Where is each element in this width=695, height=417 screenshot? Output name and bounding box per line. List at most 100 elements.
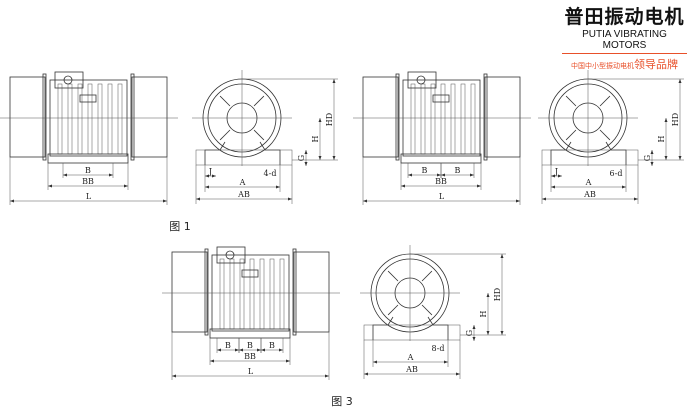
cooling-fin bbox=[470, 83, 476, 155]
end-cover-right bbox=[131, 76, 168, 158]
mounting-base bbox=[209, 328, 291, 339]
dim-g: G bbox=[643, 155, 652, 161]
end-cover-left bbox=[171, 251, 208, 333]
dim-g: G bbox=[465, 330, 474, 336]
flange-left bbox=[204, 248, 209, 336]
dim-ab: AB bbox=[405, 365, 418, 374]
cooling-fin bbox=[269, 258, 275, 330]
cooling-fin bbox=[410, 83, 416, 155]
cooling-fin bbox=[219, 258, 225, 330]
cooling-fin bbox=[107, 83, 113, 155]
dim-l: L bbox=[86, 192, 92, 201]
figure-caption: 图 1 bbox=[169, 220, 191, 233]
base-plate bbox=[195, 149, 293, 166]
cable-gland bbox=[225, 250, 235, 260]
flange-left bbox=[395, 73, 400, 161]
dim-holes: 8-d bbox=[432, 344, 445, 353]
dim-bb: BB bbox=[435, 177, 447, 186]
cooling-fin bbox=[239, 258, 245, 330]
flange-right bbox=[130, 73, 135, 161]
slogan: 中国中小型振动电机领导品牌 bbox=[562, 56, 687, 72]
end-cover-left bbox=[362, 76, 399, 158]
flange-right bbox=[483, 73, 488, 161]
end-cover-right bbox=[293, 251, 330, 333]
dim-hd: HD bbox=[671, 113, 680, 126]
front-view: A AB HD H G J 4-d bbox=[192, 70, 338, 204]
slogan-big: 领导品牌 bbox=[634, 58, 678, 71]
dim-h: H bbox=[479, 310, 488, 317]
dim-b: B bbox=[455, 166, 461, 175]
dim-a: A bbox=[239, 178, 246, 187]
dim-b: B bbox=[422, 166, 428, 175]
dim-l: L bbox=[248, 367, 254, 376]
dim-ab: AB bbox=[583, 190, 596, 199]
nameplate bbox=[79, 94, 97, 103]
flange-right bbox=[292, 248, 297, 336]
brand-name: 普田振动电机 bbox=[564, 6, 685, 28]
dim-h: H bbox=[657, 135, 666, 142]
dim-l: L bbox=[439, 192, 445, 201]
flange-left bbox=[42, 73, 47, 161]
dim-h: H bbox=[311, 135, 320, 142]
dim-g: G bbox=[297, 155, 306, 161]
cooling-fin bbox=[420, 83, 426, 155]
cooling-fin bbox=[117, 83, 123, 155]
slogan-small: 中国中小型振动电机 bbox=[571, 62, 634, 70]
dim-a: A bbox=[585, 178, 592, 187]
dim-hd: HD bbox=[493, 288, 502, 301]
cooling-fin bbox=[450, 83, 456, 155]
dim-hd: HD bbox=[325, 113, 334, 126]
dim-bb: BB bbox=[244, 352, 256, 361]
dim-b: B bbox=[247, 341, 253, 350]
cable-gland bbox=[63, 75, 73, 85]
cooling-fin bbox=[259, 258, 265, 330]
brand-name-en: PUTIA VIBRATING MOTORS bbox=[562, 29, 687, 54]
feet bbox=[550, 141, 627, 165]
junction-box bbox=[216, 246, 246, 264]
feet bbox=[204, 141, 281, 165]
dim-j: J bbox=[208, 167, 212, 176]
base-plate bbox=[541, 149, 639, 166]
cooling-fin bbox=[87, 83, 93, 155]
brand-logo: 普田振动电机 PUTIA VIBRATING MOTORS 中国中小型振动电机领… bbox=[562, 2, 687, 72]
mounting-base bbox=[47, 153, 129, 164]
cooling-fin bbox=[249, 258, 255, 330]
cooling-fin bbox=[67, 83, 73, 155]
end-cover-right bbox=[484, 76, 521, 158]
cooling-fin bbox=[430, 83, 436, 155]
figure-caption: 图 3 bbox=[331, 395, 353, 408]
cooling-fin bbox=[440, 83, 446, 155]
dim-holes: 4-d bbox=[264, 169, 277, 178]
nameplate bbox=[432, 94, 450, 103]
dim-j: J bbox=[554, 167, 558, 176]
cooling-fin bbox=[77, 83, 83, 155]
dim-bb: BB bbox=[82, 177, 94, 186]
cooling-fin bbox=[229, 258, 235, 330]
cable-gland bbox=[416, 75, 426, 85]
end-cover-left bbox=[9, 76, 46, 158]
dim-a: A bbox=[407, 353, 414, 362]
cooling-fin bbox=[279, 258, 285, 330]
cooling-fin bbox=[57, 83, 63, 155]
front-view: A AB HD H G J 6-d bbox=[538, 70, 684, 204]
cooling-fin bbox=[97, 83, 103, 155]
dim-b: B bbox=[269, 341, 275, 350]
dim-holes: 6-d bbox=[610, 169, 623, 178]
front-view: A AB HD H G 8-d bbox=[360, 245, 506, 379]
cooling-fin bbox=[460, 83, 466, 155]
junction-box bbox=[54, 71, 84, 89]
mounting-base bbox=[400, 153, 482, 164]
nameplate bbox=[241, 269, 259, 278]
dim-ab: AB bbox=[237, 190, 250, 199]
feet bbox=[372, 316, 449, 340]
dim-b: B bbox=[225, 341, 231, 350]
dim-b: B bbox=[85, 166, 91, 175]
